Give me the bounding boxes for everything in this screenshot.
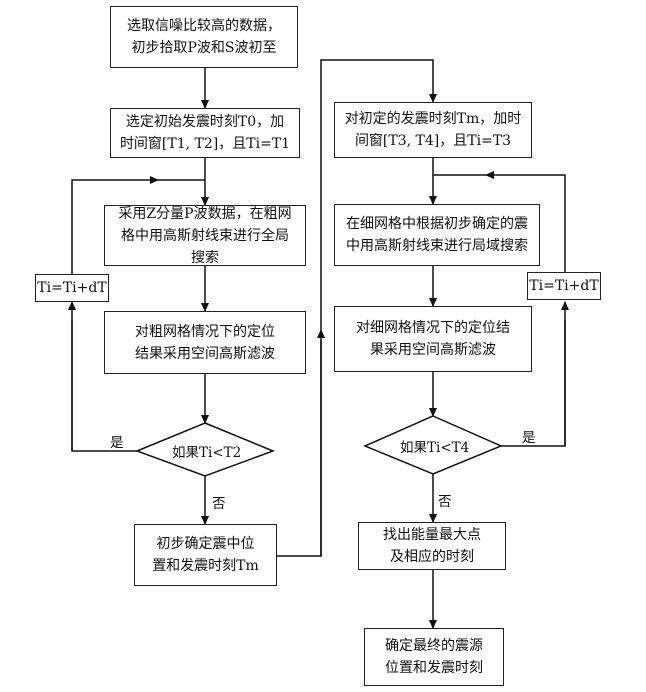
update-left: Ti=Ti+dT	[35, 274, 109, 302]
step-local-search: 在细网格中根据初步确定的震 中用高斯射线束进行局域搜索	[334, 204, 540, 266]
step-initial-time: 选定初始发震时刻T0，加 时间窗[T1, T2]，且Ti=T1	[110, 108, 300, 158]
step-max-energy-text: 找出能量最大点 及相应的时刻	[383, 527, 481, 565]
step-initial-epicenter: 初步确定震中位 置和发震时刻Tm	[134, 524, 277, 586]
step-refine-time: 对初定的发震时刻Tm，加时 间窗[T3, T4]，且Ti=T3	[334, 102, 532, 158]
decision-right-label: 如果Ti<T4	[400, 440, 470, 456]
decision-right-shape	[363, 415, 503, 475]
step-max-energy: 找出能量最大点 及相应的时刻	[358, 522, 506, 570]
step-select-data-text: 选取信噪比较高的数据， 初步拾取P波和S波初至	[127, 18, 281, 56]
no-right-label: 否	[438, 494, 452, 510]
yes-left-label: 是	[110, 435, 124, 451]
link-upper	[320, 59, 437, 330]
step-local-search-text: 在细网格中根据初步确定的震 中用高斯射线束进行局域搜索	[346, 216, 528, 254]
step-final-location-text: 确定最终的震源 位置和发震时刻	[385, 638, 483, 676]
decision-left-label: 如果Ti<T2	[172, 445, 242, 461]
step-initial-epicenter-text: 初步确定震中位 置和发震时刻Tm	[152, 536, 259, 574]
update-left-text: Ti=Ti+dT	[37, 280, 107, 296]
decision-left-shape	[134, 422, 276, 477]
step-coarse-filter: 对粗网格情况下的定位 结果采用空间高斯滤波	[104, 311, 306, 374]
step-fine-filter: 对细网格情况下的定位结 果采用空间高斯滤波	[334, 306, 532, 372]
update-right-text: Ti=Ti+dT	[529, 278, 599, 294]
no-left-label: 否	[212, 496, 226, 512]
step-refine-time-text: 对初定的发震时刻Tm，加时 间窗[T3, T4]，且Ti=T3	[344, 111, 522, 149]
step-initial-time-text: 选定初始发震时刻T0，加 时间窗[T1, T2]，且Ti=T1	[119, 114, 291, 152]
step-global-search-text: 采用Z分量P波数据，在粗网 格中用高斯射线束进行全局 搜索	[118, 205, 292, 266]
yes-right-label: 是	[522, 430, 536, 446]
loop-left-upper	[71, 176, 159, 274]
step-global-search: 采用Z分量P波数据，在粗网 格中用高斯射线束进行全局 搜索	[104, 205, 306, 266]
step-coarse-filter-text: 对粗网格情况下的定位 结果采用空间高斯滤波	[135, 323, 275, 362]
loop-right-upper	[485, 171, 566, 272]
step-select-data: 选取信噪比较高的数据， 初步拾取P波和S波初至	[110, 6, 298, 68]
step-fine-filter-text: 对细网格情况下的定位结 果采用空间高斯滤波	[356, 320, 510, 358]
update-right: Ti=Ti+dT	[527, 272, 601, 300]
step-final-location: 确定最终的震源 位置和发震时刻	[364, 628, 504, 686]
